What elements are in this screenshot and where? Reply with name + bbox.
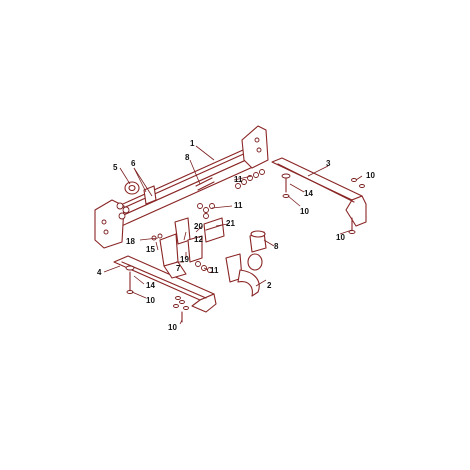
callout-5: 5 (113, 163, 118, 172)
main-crossbeam (94, 125, 269, 249)
centre-bracket (159, 233, 187, 279)
callout-14-left: 14 (146, 281, 155, 290)
right-side-bracket (271, 157, 367, 227)
callout-12: 12 (194, 235, 203, 244)
callout-10-bottom: 10 (168, 323, 177, 332)
callout-8-ball: 8 (274, 242, 279, 251)
callout-labels: 1 2 3 4 5 6 7 8 8 10 10 10 10 10 11 11 1… (97, 139, 375, 332)
callout-19: 19 (180, 255, 189, 264)
callout-2: 2 (267, 281, 272, 290)
locking-pin (195, 177, 215, 191)
electrical-block (203, 217, 225, 243)
callout-10-right-upper: 10 (366, 171, 375, 180)
callout-21: 21 (226, 219, 235, 228)
left-lower-bracket (113, 255, 217, 313)
callout-14-right: 14 (304, 189, 313, 198)
callout-7: 7 (176, 264, 181, 273)
callout-4: 4 (97, 268, 102, 277)
callout-10-right-mid: 10 (300, 207, 309, 216)
callout-11-upper: 11 (234, 175, 243, 184)
leader-lines (103, 145, 363, 325)
callout-15: 15 (146, 245, 155, 254)
callout-10-left: 10 (146, 296, 155, 305)
socket-housing (174, 217, 203, 263)
callout-11-lower: 11 (210, 266, 219, 275)
callout-20: 20 (194, 222, 203, 231)
callout-10-right-lower: 10 (336, 233, 345, 242)
spacer-block (124, 181, 157, 205)
callout-8-pin: 8 (185, 153, 190, 162)
callout-1: 1 (190, 139, 195, 148)
callout-18: 18 (126, 237, 135, 246)
towball-neck (225, 230, 267, 297)
callout-3: 3 (326, 159, 331, 168)
callout-11-middle: 11 (234, 201, 243, 210)
callout-6: 6 (131, 159, 136, 168)
